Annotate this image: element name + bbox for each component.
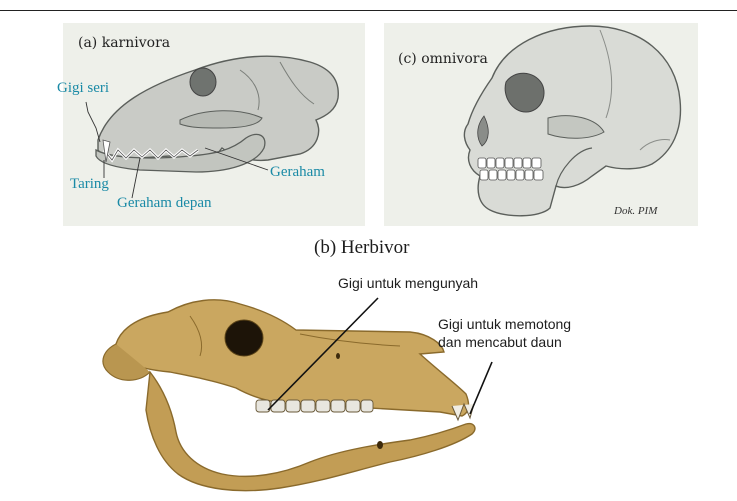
chewing-teeth-label: Gigi untuk mengunyah	[338, 275, 478, 291]
cutting-teeth-label-line1: Gigi untuk memotong	[438, 316, 571, 332]
cutting-teeth-label-line2: dan mencabut daun	[438, 334, 562, 350]
